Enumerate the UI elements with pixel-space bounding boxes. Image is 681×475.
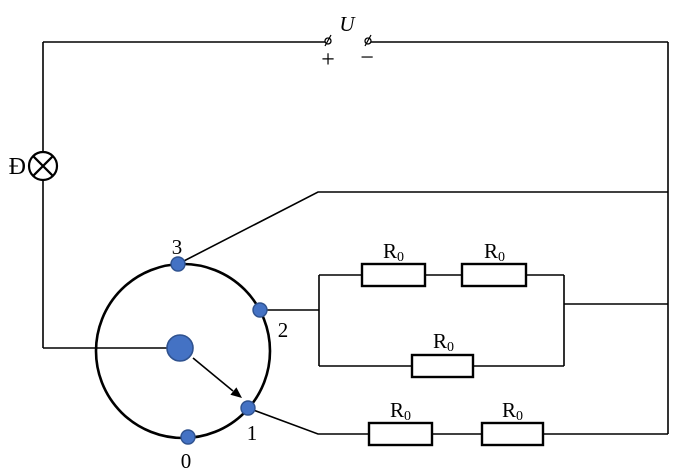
lamp: Đ xyxy=(9,150,59,182)
resistor-label-sub: 0 xyxy=(516,409,523,424)
switch-position-label-3: 3 xyxy=(172,235,183,259)
switch-position-label-1: 1 xyxy=(247,421,258,445)
plus-sign-label: + xyxy=(321,47,335,73)
resistor-label: R xyxy=(484,239,498,263)
switch-position-label-2: 2 xyxy=(278,318,289,342)
voltage-source: U + − xyxy=(321,12,374,73)
selector-arrow-icon xyxy=(192,357,242,398)
wire-series-network xyxy=(247,407,668,435)
switch-contact-2[interactable] xyxy=(252,302,268,318)
resistor-label: R xyxy=(433,329,447,353)
source-voltage-label: U xyxy=(339,12,356,36)
resistor-label-sub: 0 xyxy=(498,250,505,265)
resistor-parallel-top-1 xyxy=(360,262,427,288)
wire-group xyxy=(42,41,669,435)
terminal-tick-icon xyxy=(324,34,372,47)
switch-contact-1[interactable] xyxy=(240,400,256,416)
wire-parallel-network xyxy=(318,274,668,367)
resistor-group xyxy=(360,262,545,447)
wire-contact3-branch xyxy=(177,191,668,265)
resistor-label: R xyxy=(502,398,516,422)
resistor-label: R xyxy=(390,398,404,422)
switch-contact-3[interactable] xyxy=(170,256,186,272)
resistor-labels: R 0 R 0 R 0 R 0 R 0 xyxy=(383,239,523,424)
minus-sign-label: − xyxy=(360,45,374,71)
resistor-label: R xyxy=(383,239,397,263)
rotary-switch: 0 1 2 3 xyxy=(94,235,289,473)
lamp-label: Đ xyxy=(9,154,26,180)
switch-position-label-0: 0 xyxy=(181,449,192,473)
resistor-label-sub: 0 xyxy=(447,340,454,355)
switch-center-dot[interactable] xyxy=(166,334,194,362)
resistor-parallel-bottom xyxy=(410,353,475,379)
resistor-parallel-top-2 xyxy=(460,262,528,288)
resistor-label-sub: 0 xyxy=(404,409,411,424)
resistor-series-1 xyxy=(367,421,434,447)
lamp-cross-icon xyxy=(32,155,54,177)
resistor-series-2 xyxy=(480,421,545,447)
resistor-label-sub: 0 xyxy=(397,250,404,265)
switch-contact-0[interactable] xyxy=(180,429,196,445)
